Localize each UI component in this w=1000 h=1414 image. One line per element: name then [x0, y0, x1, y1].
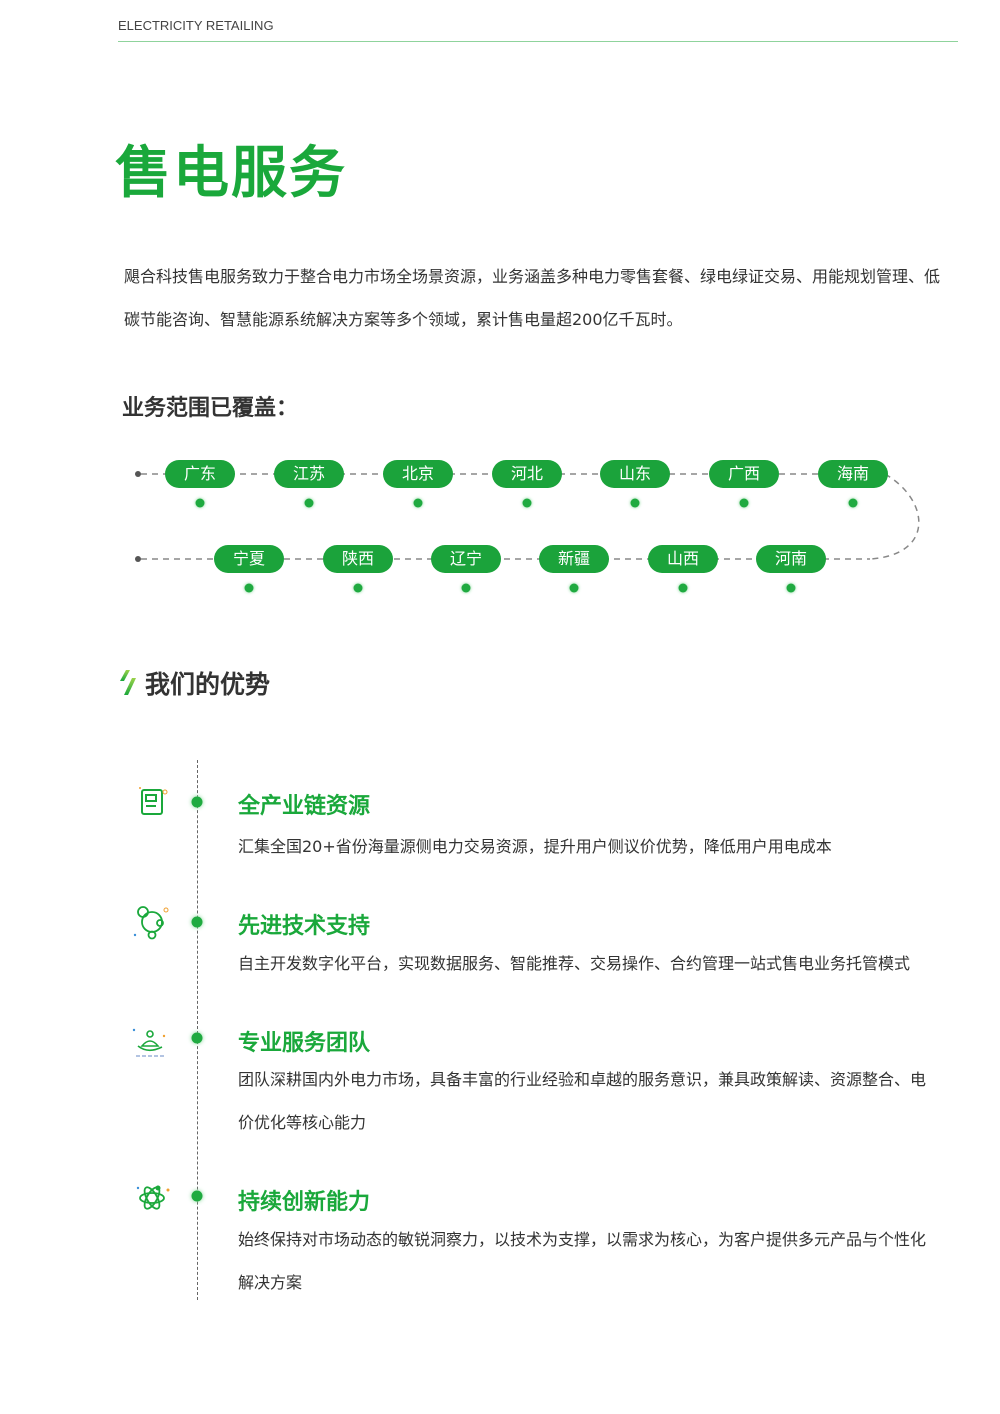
region-dot — [786, 583, 796, 593]
region-dot — [353, 583, 363, 593]
lightning-mark-icon — [120, 670, 136, 695]
region-pill: 新疆 — [539, 545, 609, 573]
region-dot — [678, 583, 688, 593]
timeline-dot — [191, 796, 203, 808]
region-pill: 江苏 — [274, 460, 344, 488]
route-path — [135, 471, 920, 562]
advantage-title: 持续创新能力 — [238, 1190, 371, 1215]
atom-icon — [136, 1185, 170, 1210]
region-dot — [569, 583, 579, 593]
region-dot — [195, 498, 205, 508]
advantage-desc: 团队深耕国内外电力市场，具备丰富的行业经验和卓越的服务意识，兼具政策解读、资源整… — [238, 1070, 927, 1132]
region-dot — [848, 498, 858, 508]
coverage-title: 业务范围已覆盖： — [122, 396, 299, 421]
region-dot — [304, 498, 314, 508]
region-dot — [522, 498, 532, 508]
region-dot — [413, 498, 423, 508]
region-dot — [739, 498, 749, 508]
region-pill: 宁夏 — [214, 545, 284, 573]
region-pill: 辽宁 — [431, 545, 501, 573]
timeline-line — [197, 760, 198, 1300]
region-pill: 山西 — [648, 545, 718, 573]
region-dot — [461, 583, 471, 593]
advantage-desc: 自主开发数字化平台，实现数据服务、智能推荐、交易操作、合约管理一站式售电业务托管… — [238, 954, 911, 973]
document-icon — [139, 787, 168, 815]
region-pill: 山东 — [600, 460, 670, 488]
region-dot — [630, 498, 640, 508]
region-pill: 广东 — [165, 460, 235, 488]
region-pill: 北京 — [383, 460, 453, 488]
region-pill: 广西 — [709, 460, 779, 488]
advantage-title: 先进技术支持 — [238, 914, 371, 939]
advantage-desc: 汇集全国20+省份海量源侧电力交易资源，提升用户侧议价优势，降低用户用电成本 — [238, 837, 832, 856]
timeline-dot — [191, 1190, 203, 1202]
region-pill: 陕西 — [323, 545, 393, 573]
header-label: ELECTRICITY RETAILING — [118, 18, 274, 33]
timeline-dot — [191, 916, 203, 928]
advantages-title: 我们的优势 — [145, 670, 271, 699]
region-dot — [244, 583, 254, 593]
advantage-title: 全产业链资源 — [238, 794, 371, 819]
timeline-dot — [191, 1032, 203, 1044]
advantage-desc: 始终保持对市场动态的敏锐洞察力，以技术为支撑，以需求为核心，为客户提供多元产品与… — [238, 1230, 927, 1292]
intro-paragraph: 飓合科技售电服务致力于整合电力市场全场景资源，业务涵盖多种电力零售套餐、绿电绿证… — [124, 267, 941, 329]
header-divider — [118, 41, 958, 42]
orbit-icon — [133, 906, 169, 940]
region-pill: 河南 — [756, 545, 826, 573]
page-title: 售电服务 — [115, 141, 347, 206]
hand-service-icon — [132, 1028, 166, 1057]
advantage-title: 专业服务团队 — [238, 1031, 371, 1056]
region-pill: 海南 — [818, 460, 888, 488]
region-pill: 河北 — [492, 460, 562, 488]
